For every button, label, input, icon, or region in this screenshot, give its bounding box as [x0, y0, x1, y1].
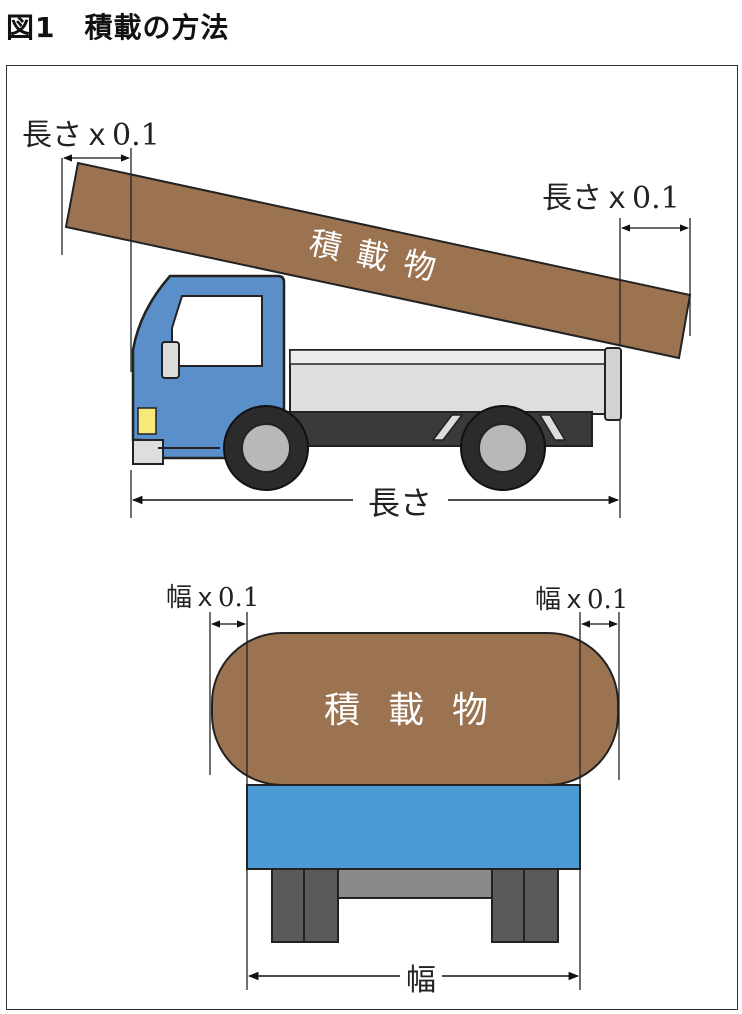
rear-left-overhang-label: 幅ｘ0.1 — [166, 583, 259, 613]
rear-right-overhang-label: 幅ｘ0.1 — [535, 585, 628, 615]
rear-cargo — [211, 632, 619, 786]
rear-tires-right — [491, 861, 559, 943]
rear-tires-left — [271, 861, 339, 943]
truck-bed — [289, 347, 622, 421]
front-wheel — [223, 405, 309, 491]
width-label: 幅 — [406, 963, 436, 998]
rear-view: 積載物 幅ｘ0.1 幅ｘ0.1 幅 — [166, 583, 628, 998]
side-left-overhang-label: 長さｘ0.1 — [22, 118, 160, 153]
side-cargo-plank — [64, 161, 692, 360]
length-label: 長さ — [368, 484, 432, 522]
side-right-overhang-label: 長さｘ0.1 — [542, 181, 680, 216]
side-view: 積載物 長さｘ0.1 長さｘ0.1 長さ — [22, 118, 692, 522]
figure-title: 図1 積載の方法 — [6, 11, 230, 44]
rear-truck-body — [246, 784, 581, 870]
rear-wheel — [460, 405, 546, 491]
rear-cargo-label: 積載物 — [324, 690, 516, 731]
